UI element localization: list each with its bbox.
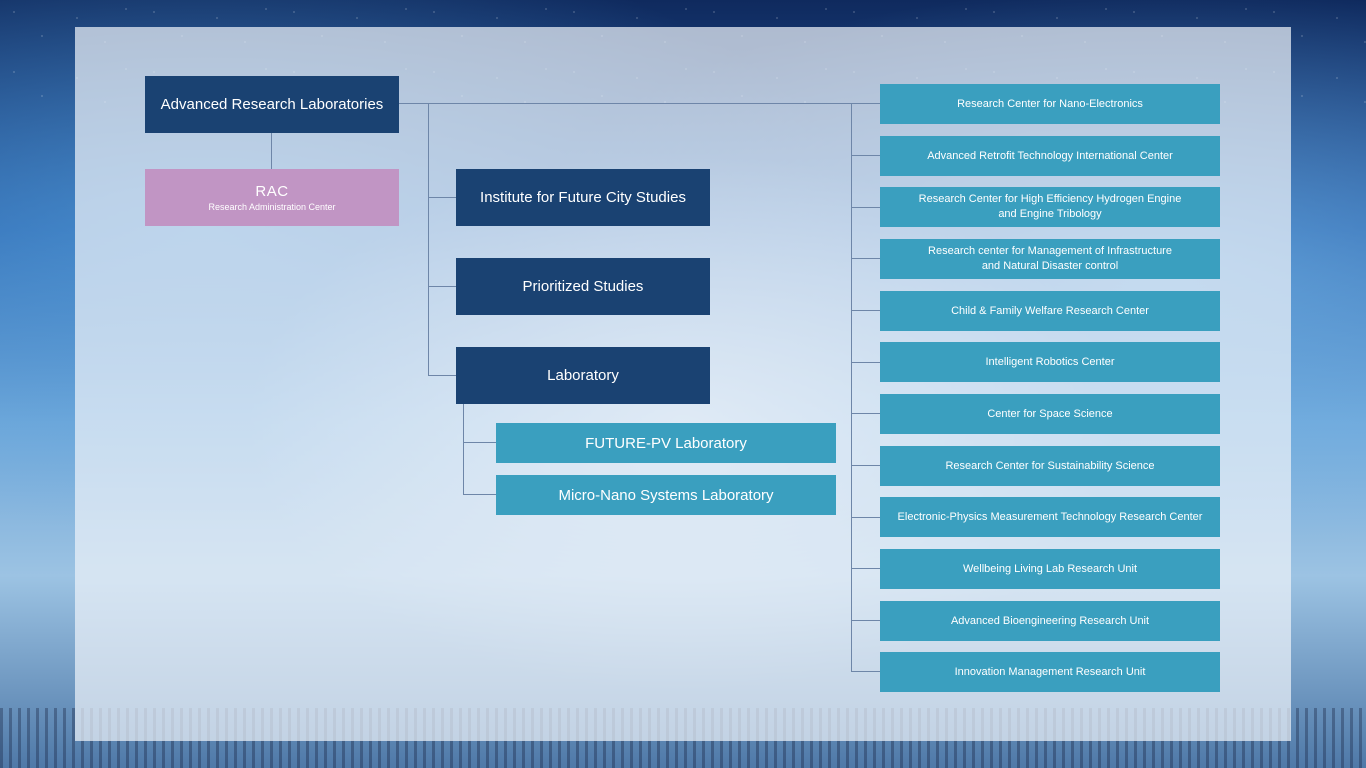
middle-node-future-city[interactable]: Institute for Future City Studies: [456, 169, 710, 226]
lab-node-label: Micro-Nano Systems Laboratory: [558, 486, 774, 504]
center-node-label: Advanced Retrofit Technology Internation…: [927, 149, 1173, 162]
center-node-label: Wellbeing Living Lab Research Unit: [962, 562, 1138, 575]
center-node-label: Center for Space Science: [987, 407, 1113, 420]
center-node-label: Research Center for Nano-Electronics: [957, 97, 1143, 110]
center-node[interactable]: Research Center for High Efficiency Hydr…: [880, 187, 1220, 227]
lab-node-label: FUTURE-PV Laboratory: [585, 434, 747, 452]
lab-node-micro-nano[interactable]: Micro-Nano Systems Laboratory: [496, 475, 836, 515]
center-node-label: Innovation Management Research Unit: [954, 665, 1146, 678]
middle-node-prioritized-studies[interactable]: Prioritized Studies: [456, 258, 710, 315]
center-node[interactable]: Advanced Retrofit Technology Internation…: [880, 136, 1220, 176]
center-node[interactable]: Research center for Management of Infras…: [880, 239, 1220, 279]
rac-node[interactable]: RAC Research Administration Center: [145, 169, 399, 226]
center-node-label: Research Center for Sustainability Scien…: [945, 459, 1155, 472]
rac-subtitle: Research Administration Center: [208, 202, 336, 212]
middle-node-label: Institute for Future City Studies: [480, 189, 686, 206]
center-node[interactable]: Research Center for Sustainability Scien…: [880, 446, 1220, 486]
root-node[interactable]: Advanced Research Laboratories: [145, 76, 399, 133]
center-node[interactable]: Wellbeing Living Lab Research Unit: [880, 549, 1220, 589]
center-node-label: Child & Family Welfare Research Center: [951, 304, 1149, 317]
center-node-label: Research Center for High Efficiency Hydr…: [918, 193, 1182, 220]
middle-node-label: Prioritized Studies: [522, 278, 644, 295]
center-node[interactable]: Electronic-Physics Measurement Technolog…: [880, 497, 1220, 537]
rac-title: RAC: [255, 183, 289, 200]
center-node-label: Advanced Bioengineering Research Unit: [950, 614, 1150, 627]
center-node[interactable]: Child & Family Welfare Research Center: [880, 291, 1220, 331]
middle-node-laboratory[interactable]: Laboratory: [456, 347, 710, 404]
center-node[interactable]: Advanced Bioengineering Research Unit: [880, 601, 1220, 641]
center-node[interactable]: Innovation Management Research Unit: [880, 652, 1220, 692]
center-node-label: Research center for Management of Infras…: [928, 245, 1172, 272]
lab-node-future-pv[interactable]: FUTURE-PV Laboratory: [496, 423, 836, 463]
root-node-label: Advanced Research Laboratories: [160, 96, 384, 113]
center-node[interactable]: Center for Space Science: [880, 394, 1220, 434]
middle-node-label: Laboratory: [547, 367, 619, 384]
center-node[interactable]: Research Center for Nano-Electronics: [880, 84, 1220, 124]
center-node[interactable]: Intelligent Robotics Center: [880, 342, 1220, 382]
center-node-label: Electronic-Physics Measurement Technolog…: [897, 510, 1203, 523]
center-node-label: Intelligent Robotics Center: [985, 355, 1115, 368]
